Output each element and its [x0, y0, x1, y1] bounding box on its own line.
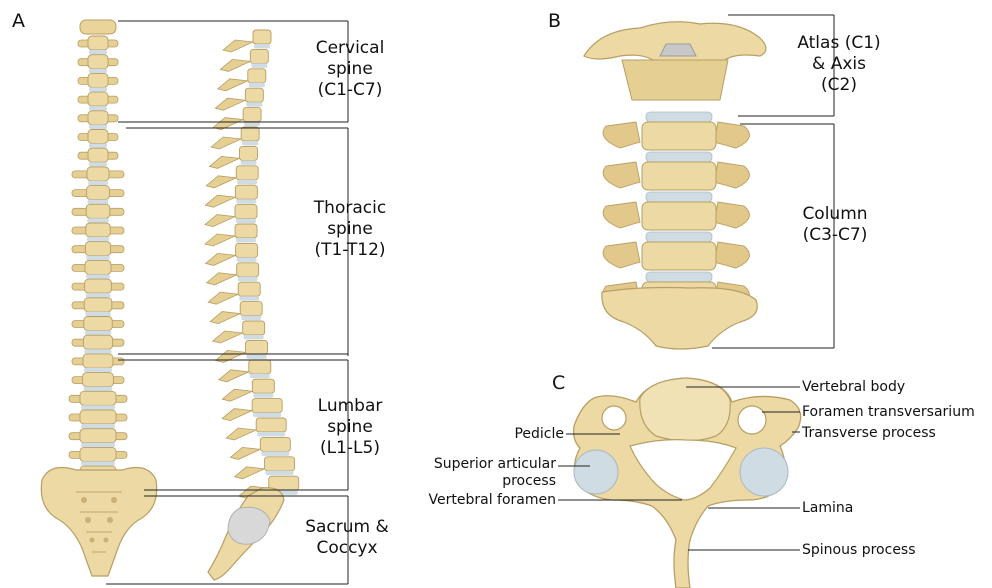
label-lumbar-line3: (L1-L5)	[295, 438, 405, 459]
label-sacrum-coccyx: Sacrum & Coccyx	[292, 517, 402, 559]
label-cervical-spine: Cervical spine (C1-C7)	[295, 38, 405, 101]
label-cervical-column: Column (C3-C7)	[780, 204, 890, 246]
label-vertebral-foramen: Vertebral foramen	[400, 492, 556, 509]
label-cervical-line1: Cervical	[295, 38, 405, 59]
label-atlas-line3: (C2)	[774, 75, 904, 96]
label-column-line1: Column	[780, 204, 890, 225]
label-column-line2: (C3-C7)	[780, 225, 890, 246]
label-atlas-axis: Atlas (C1) & Axis (C2)	[774, 33, 904, 96]
sacrum-side	[208, 488, 284, 580]
label-pedicle: Pedicle	[480, 426, 564, 443]
label-atlas-line2: & Axis	[774, 54, 904, 75]
panel-label-c: C	[552, 372, 565, 394]
label-vertebral-body: Vertebral body	[802, 379, 905, 396]
label-thoracic-line2: spine	[295, 219, 405, 240]
spine-side-view	[205, 30, 299, 498]
label-sacrum-line2: Coccyx	[292, 538, 402, 559]
label-lamina: Lamina	[802, 500, 853, 517]
label-lumbar-line1: Lumbar	[295, 396, 405, 417]
label-cervical-line3: (C1-C7)	[295, 80, 405, 101]
label-thoracic-line1: Thoracic	[295, 198, 405, 219]
label-foramen-transversarium: Foramen transversarium	[802, 404, 975, 421]
vertebra-top-view	[574, 378, 801, 588]
label-superior-line1: Superior articular	[410, 456, 556, 473]
panel-label-b: B	[548, 10, 561, 32]
label-lumbar-spine: Lumbar spine (L1-L5)	[295, 396, 405, 459]
label-atlas-line1: Atlas (C1)	[774, 33, 904, 54]
label-sacrum-line1: Sacrum &	[292, 517, 402, 538]
label-thoracic-spine: Thoracic spine (T1-T12)	[295, 198, 405, 261]
label-thoracic-line3: (T1-T12)	[295, 240, 405, 261]
sacrum-front	[41, 468, 156, 576]
spine-front-view	[69, 20, 127, 485]
panel-label-a: A	[12, 10, 25, 32]
cervical-column-illustration	[584, 22, 766, 349]
label-spinous-process: Spinous process	[802, 542, 916, 559]
label-transverse-process: Transverse process	[802, 425, 936, 442]
label-superior-line2: process	[410, 473, 556, 490]
label-superior-articular-process: Superior articular process	[410, 456, 556, 490]
label-cervical-line2: spine	[295, 59, 405, 80]
label-lumbar-line2: spine	[295, 417, 405, 438]
